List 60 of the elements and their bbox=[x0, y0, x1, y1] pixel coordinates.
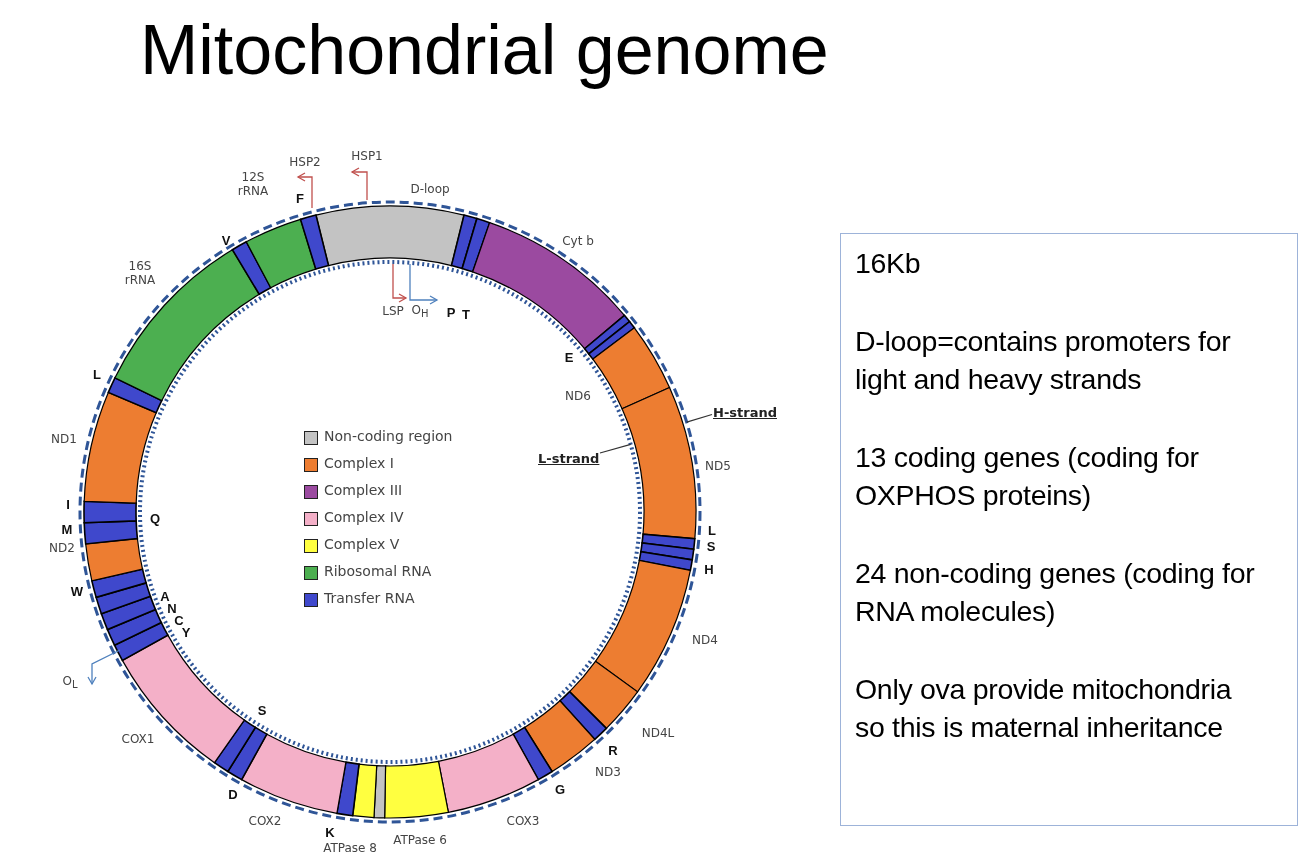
gene-label: COX3 bbox=[506, 815, 540, 829]
trna-letter: S bbox=[257, 703, 267, 719]
info-text: 16Kb bbox=[855, 246, 922, 281]
leader-line bbox=[599, 443, 632, 454]
strand-label: H-strand bbox=[713, 405, 777, 420]
trna-letter: T bbox=[462, 307, 470, 323]
gene-label: ATPase 8 bbox=[323, 842, 377, 856]
trna-letter: A bbox=[160, 589, 170, 604]
gene-label: ATPase 6 bbox=[393, 834, 447, 848]
trna-letter: G bbox=[554, 782, 566, 798]
legend-label: Complex III bbox=[324, 482, 403, 498]
trna-letter: W bbox=[70, 584, 84, 600]
trna-letter: Q bbox=[149, 511, 161, 527]
legend-label: Complex IV bbox=[324, 509, 404, 525]
gene-label: COX1 bbox=[121, 733, 155, 747]
trna-letter: S bbox=[706, 539, 716, 555]
trna-letter: P bbox=[446, 305, 456, 321]
legend-label: Complex V bbox=[324, 536, 400, 552]
strand-label: L-strand bbox=[538, 451, 600, 466]
info-text: 24 non-coding genes (coding for RNA molecules) bbox=[855, 556, 1256, 629]
gene-label: O$_{H}$ bbox=[411, 304, 429, 320]
title: Mitochondrial genome bbox=[140, 10, 829, 90]
legend-label: Complex I bbox=[324, 455, 394, 471]
trna-letter: K bbox=[325, 825, 335, 841]
gene-label: ND1 bbox=[51, 433, 77, 447]
gene-label: ND4 bbox=[692, 634, 718, 648]
trna-letter: E bbox=[564, 350, 574, 366]
trna-letter: Y bbox=[181, 625, 191, 641]
trna-letter: V bbox=[221, 233, 231, 249]
trna-letter: F bbox=[296, 191, 304, 207]
info-text: D-loop=contains promoters for light and heavy strands bbox=[855, 324, 1232, 397]
trna-letter: N bbox=[167, 601, 177, 616]
info-text: 13 coding genes (coding for OXPHOS proteins) bbox=[855, 440, 1200, 513]
gene-label: O$_{L}$ bbox=[62, 675, 78, 691]
gene-label: ND2 bbox=[49, 542, 75, 556]
trna-letter: L bbox=[93, 367, 101, 383]
gene-label: ND4L bbox=[641, 727, 675, 741]
gene-label: HSP1 bbox=[351, 150, 383, 164]
gene-label: COX2 bbox=[248, 815, 282, 829]
leader-line bbox=[686, 413, 713, 423]
gene-label: ND3 bbox=[595, 766, 621, 780]
trna-letter: I bbox=[66, 497, 70, 513]
gene-label: Cyt b bbox=[562, 235, 594, 249]
trna-letter: L bbox=[708, 523, 716, 539]
trna-letter: M bbox=[61, 522, 73, 538]
gene-label: ND6 bbox=[565, 390, 591, 404]
gene-label: ND5 bbox=[705, 460, 731, 474]
trna-letter: C bbox=[174, 613, 184, 628]
trna-letter: R bbox=[608, 743, 618, 759]
legend-label: Transfer RNA bbox=[324, 590, 415, 606]
legend-label: Ribosomal RNA bbox=[324, 563, 432, 579]
gene-label: 12S rRNA bbox=[236, 171, 270, 199]
info-text: Only ova provide mitochondria so this is maternal inheritance bbox=[855, 672, 1233, 745]
gene-label: HSP2 bbox=[289, 156, 321, 170]
gene-label: 16S rRNA bbox=[123, 260, 157, 288]
trna-letter: H bbox=[704, 562, 714, 578]
info-box bbox=[840, 233, 1298, 826]
gene-label: LSP bbox=[382, 305, 404, 319]
legend-label: Non-coding region bbox=[324, 428, 453, 444]
trna-letter: D bbox=[228, 787, 238, 803]
